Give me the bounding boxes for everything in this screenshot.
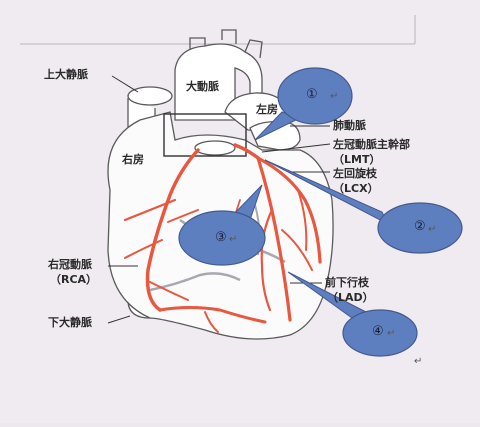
- cardiac-vein-lower: [149, 272, 241, 292]
- svc-opening: [127, 86, 173, 106]
- label-lad-en: （LAD）: [327, 291, 374, 304]
- callout-1-para-mark: ↵: [330, 91, 339, 102]
- label-superior-vena-cava: 上大静脈: [44, 68, 88, 81]
- callout-4-number: ④: [372, 324, 384, 339]
- label-lmt-jp: 左冠動脈主幹部: [333, 138, 410, 151]
- label-pulmonary-artery: 肺動脈: [333, 119, 366, 132]
- aorta-arch: [174, 43, 263, 121]
- rca-posterior-branch: [158, 306, 267, 324]
- lcx-artery: [256, 156, 322, 264]
- aortic-root: [194, 140, 236, 156]
- callout-1-number: ①: [306, 87, 318, 102]
- lmt-artery: [233, 143, 260, 160]
- callout-4-para-mark: ↵: [387, 328, 396, 339]
- rca-branch-1: [123, 198, 177, 222]
- rca-branch-3: [167, 209, 199, 223]
- rca-branch-2: [124, 239, 163, 259]
- label-rca-en: （RCA）: [50, 273, 98, 286]
- callout-3-number: ③: [215, 230, 227, 245]
- label-lcx-jp: 左回旋枝: [333, 167, 377, 180]
- lad-septal-branch: [281, 229, 313, 271]
- rca-artery: [145, 148, 200, 312]
- label-lmt-en: （LMT）: [333, 153, 381, 166]
- label-aorta: 大動脈: [186, 80, 219, 93]
- callout-2-number: ②: [414, 219, 426, 234]
- callout-2-para-mark: ↵: [428, 224, 437, 235]
- label-rca-jp: 右冠動脈: [48, 258, 92, 271]
- aortic-branches: [189, 29, 263, 59]
- rca-branch-5: [204, 311, 219, 333]
- callout-1-bubble: [277, 67, 353, 125]
- lcx-marginal-branch: [297, 189, 308, 251]
- callout-3-para-mark: ↵: [229, 234, 238, 245]
- label-inferior-vena-cava: 下大静脈: [48, 316, 92, 329]
- label-lcx-en: （LCX）: [333, 182, 379, 195]
- ivc-leader: [107, 315, 131, 324]
- callout-2-bubble: [377, 202, 463, 254]
- label-right-atrium: 右房: [122, 153, 144, 166]
- callout-4-bubble: [342, 309, 418, 357]
- rca-branch-4: [149, 281, 189, 301]
- svc-leader: [111, 75, 139, 93]
- lad-diagonal-branch: [260, 208, 274, 312]
- callout-3-bubble: [178, 210, 266, 266]
- lmt-highlight-box: [163, 113, 247, 157]
- trailing-para-mark: ↵: [414, 356, 423, 367]
- label-lad-jp: 前下行枝: [325, 276, 369, 289]
- label-left-atrium: 左房: [256, 103, 278, 116]
- lmt-leader: [261, 143, 331, 153]
- lad-artery: [256, 156, 292, 322]
